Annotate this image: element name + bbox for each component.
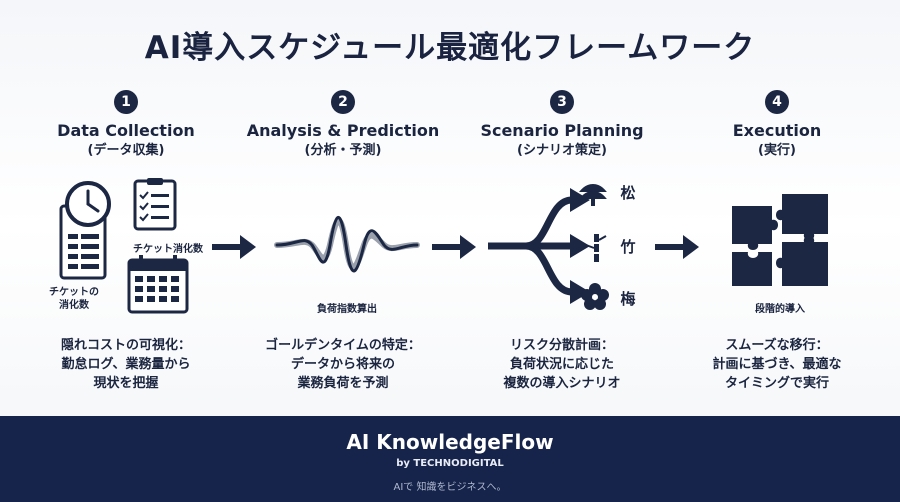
description-line: 業務負荷を予測	[297, 376, 389, 391]
puzzle-icon	[732, 194, 828, 286]
ticket-count-label: チケット消化数	[133, 244, 203, 255]
step-number-badge: 1	[114, 90, 138, 114]
step-3-description: リスク分散計画： 負荷状況に応じた 複数の導入シナリオ	[457, 336, 667, 393]
step-title: Analysis & Prediction	[246, 121, 440, 140]
branch-arrow-icon	[488, 188, 590, 304]
scenario-plum-label: 梅	[620, 290, 636, 308]
ticket-count-side-label-line: チケットの	[49, 287, 99, 298]
description-line: リスク分散計画：	[509, 338, 614, 353]
brand-byline: by TECHNODIGITAL	[396, 458, 504, 469]
data-collection-illustration	[59, 178, 189, 314]
waveform-icon	[274, 216, 420, 273]
ticket-count-side-label-line: 消化数	[59, 300, 89, 311]
step-subtitle: (分析・予測)	[304, 143, 382, 158]
description-line: 計画に基づき、最適な	[712, 357, 842, 372]
step-3-header: 3 Scenario Planning (シナリオ策定)	[457, 90, 667, 160]
ticket-count-side-label: チケットの 消化数	[42, 286, 106, 312]
description-line: 現状を把握	[93, 376, 159, 391]
scenario-pine-label: 松	[620, 184, 636, 202]
step-subtitle: (実行)	[758, 143, 796, 158]
step-1-header: 1 Data Collection (データ収集)	[21, 90, 231, 160]
pine-icon	[579, 184, 607, 206]
step-4-description: スムーズな移行： 計画に基づき、最適な タイミングで実行	[672, 336, 882, 393]
step-number-badge: 2	[331, 90, 355, 114]
arrow-right-icon	[432, 235, 476, 259]
step-title: Scenario Planning	[480, 121, 644, 140]
step-subtitle: (シナリオ策定)	[517, 143, 607, 158]
description-line: 負荷状況に応じた	[509, 357, 614, 372]
step-number-badge: 3	[550, 90, 574, 114]
step-2-description: ゴールデンタイムの特定： データから将来の 業務負荷を予測	[238, 336, 448, 393]
checklist-icon	[133, 178, 177, 231]
step-title: Data Collection	[57, 121, 195, 140]
arrow-right-icon	[212, 235, 256, 259]
bamboo-icon	[585, 234, 607, 262]
step-title: Execution	[732, 121, 822, 140]
brand-tagline: AIで 知識をビジネスへ。	[393, 482, 507, 493]
step-4-header: 4 Execution (実行)	[672, 90, 882, 160]
load-index-label: 負荷指数算出	[317, 304, 377, 315]
step-subtitle: (データ収集)	[87, 143, 165, 158]
description-line: ゴールデンタイムの特定：	[265, 338, 421, 353]
phased-rollout-label: 段階的導入	[755, 304, 805, 315]
description-line: 隠れコストの可視化：	[60, 338, 191, 353]
page-title: AI導入スケジュール最適化フレームワーク	[144, 30, 756, 66]
scenario-bamboo-label: 竹	[620, 238, 636, 256]
clock-icon	[65, 181, 111, 227]
footer-banner: AI KnowledgeFlow by TECHNODIGITAL AIで 知識…	[0, 416, 900, 502]
description-line: 勤怠ログ、業務量から	[61, 357, 191, 372]
step-1-description: 隠れコストの可視化： 勤怠ログ、業務量から 現状を把握	[21, 336, 231, 393]
description-line: スムーズな移行：	[725, 338, 829, 353]
calendar-icon	[127, 255, 189, 314]
plum-icon	[581, 283, 609, 310]
brand-name: AI KnowledgeFlow	[346, 430, 554, 454]
description-line: データから将来の	[290, 357, 395, 372]
description-line: タイミングで実行	[724, 376, 829, 391]
arrow-right-icon	[655, 235, 699, 259]
step-2-header: 2 Analysis & Prediction (分析・予測)	[238, 90, 448, 160]
step-number-badge: 4	[765, 90, 789, 114]
description-line: 複数の導入シナリオ	[503, 376, 621, 391]
